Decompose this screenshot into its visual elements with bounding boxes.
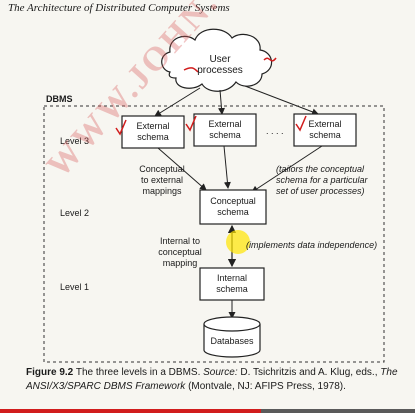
database-label: Databases (210, 336, 254, 346)
external-schema-box-2 (193, 113, 257, 147)
conceptual-to-external-label: Conceptual to external mappings (139, 164, 185, 196)
caption-text-1: The three levels in a DBMS. (75, 367, 201, 378)
database-cylinder (203, 316, 261, 358)
tailors-note: (tailors the conceptual schema for a par… (276, 164, 368, 196)
dbms-boundary (43, 105, 385, 363)
ellipsis: . . . . (266, 126, 284, 136)
red-annotations (115, 57, 307, 136)
dbms-label: DBMS (46, 94, 73, 104)
internal-to-conceptual-label: Internal to conceptual mapping (158, 236, 202, 268)
internal-schema-box (199, 267, 265, 301)
video-progress-played[interactable] (0, 409, 262, 413)
book-running-title: The Architecture of Distributed Computer… (8, 2, 230, 14)
cursor-highlight (226, 230, 250, 254)
implements-note: (implements data independence) (246, 240, 378, 250)
conceptual-schema-box (199, 189, 267, 225)
caption-source-label: Source: (203, 367, 238, 378)
level-1-label: Level 1 (60, 282, 90, 292)
external-schema-box-3 (293, 113, 357, 147)
figure-number: Figure 9.2 (26, 367, 74, 378)
level-2-label: Level 2 (60, 208, 90, 218)
user-processes-label: User processes (197, 54, 243, 76)
level-3-label: Level 3 (60, 136, 90, 146)
caption-text-2: D. Tsichritzis and A. Klug, eds., (240, 367, 378, 378)
video-progress-remaining[interactable] (261, 409, 415, 413)
caption-text-3: (Montvale, NJ: AFIPS Press, 1978). (188, 381, 346, 392)
external-schema-box-1 (121, 115, 185, 149)
figure-caption: Figure 9.2 The three levels in a DBMS. S… (26, 366, 406, 394)
caption-book-title: The ANSI/X3/SPARC DBMS Framework (26, 367, 398, 392)
